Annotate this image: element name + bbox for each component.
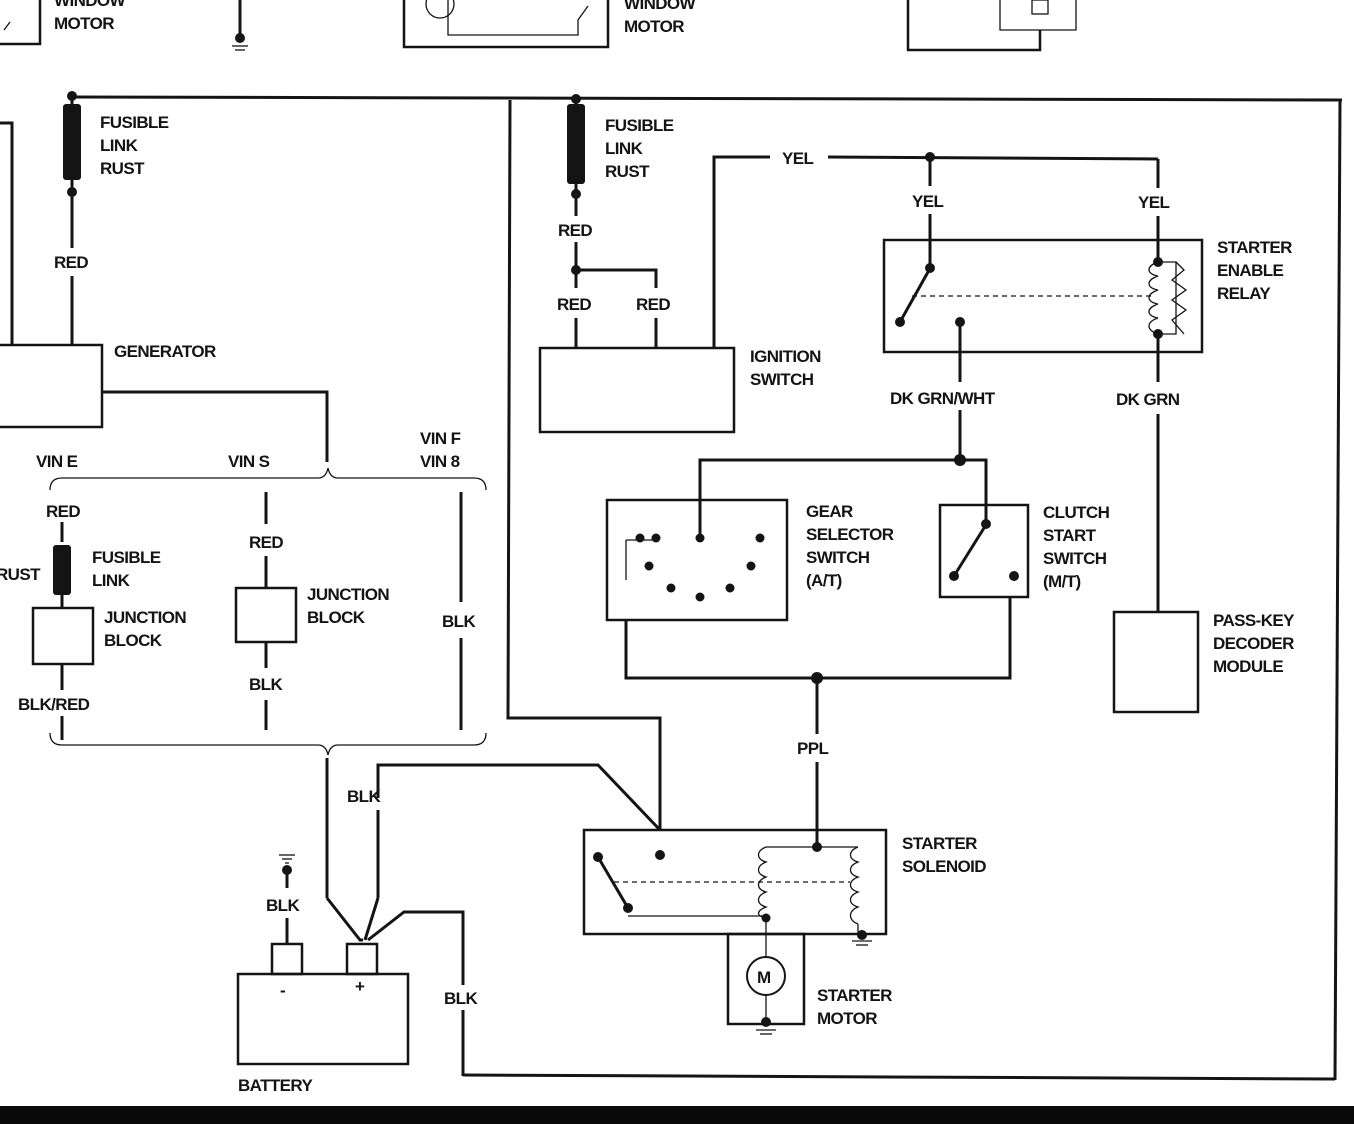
fusible-link-right-label-2: LINK <box>605 139 644 158</box>
junction-block-vin-e-label-2: BLOCK <box>104 631 163 650</box>
pass-key-label-2: DECODER <box>1213 634 1294 653</box>
window-motor-left-label-2: MOTOR <box>54 14 114 33</box>
motor-glyph: M <box>757 968 771 987</box>
fusible-link-vin-e-label-1: FUSIBLE <box>92 548 161 567</box>
junction-block-vin-e-label-1: JUNCTION <box>104 608 186 627</box>
vin-top-brace <box>49 467 487 491</box>
wire-label-yel-top: YEL <box>782 149 813 168</box>
window-motor-left <box>0 0 42 46</box>
bus-to-solenoid-wire <box>506 99 662 830</box>
wire-label-blk-solenoid: BLK <box>347 787 381 806</box>
starter-enable-relay <box>882 238 1204 382</box>
window-motor-right-label-1: WINDOW <box>624 0 697 13</box>
clutch-start-label-1: CLUTCH <box>1043 503 1110 522</box>
starter-solenoid-label-2: SOLENOID <box>902 857 986 876</box>
pass-key-label-3: MODULE <box>1213 657 1283 676</box>
vin-s-circuit <box>234 492 298 730</box>
fusible-link-left-label-3: RUST <box>100 159 145 178</box>
generator-label: GENERATOR <box>114 342 216 361</box>
starter-enable-relay-label-1: STARTER <box>1217 238 1292 257</box>
vin-e-label: VIN E <box>36 452 78 471</box>
window-motor-right-label-2: MOTOR <box>624 17 684 36</box>
fusible-link-left-label-1: FUSIBLE <box>100 113 169 132</box>
ppl-wiring <box>624 597 1012 846</box>
wire-label-blk-vin-s: BLK <box>249 675 283 694</box>
wire-label-dk-grn: DK GRN <box>1116 390 1180 409</box>
vin-bottom-brace <box>49 732 487 756</box>
wire-label-blk-return: BLK <box>444 989 478 1008</box>
clutch-start-label-4: (M/T) <box>1043 572 1081 591</box>
yel-wiring <box>827 152 1160 240</box>
gear-selector-label-4: (A/T) <box>806 571 842 590</box>
wire-label-red-fuse-right: RED <box>558 221 592 240</box>
junction-block-vin-s-label-1: JUNCTION <box>307 585 389 604</box>
dk-grn-wht-wire <box>698 410 988 540</box>
starter-motor-label-2: MOTOR <box>817 1009 877 1028</box>
wire-label-blk-ground: BLK <box>266 896 300 915</box>
gear-selector-label-3: SWITCH <box>806 548 870 567</box>
fusible-link-vin-e-label-2: LINK <box>92 571 131 590</box>
generator-box <box>0 343 104 429</box>
pass-key-decoder-module <box>1112 610 1200 714</box>
rust-vin-e-label: RUST <box>0 565 41 584</box>
gear-selector-label-1: GEAR <box>806 502 853 521</box>
wire-label-blk-vin-f8: BLK <box>442 612 476 631</box>
wire-label-red-vin-s: RED <box>249 533 283 552</box>
clutch-start-label-3: SWITCH <box>1043 549 1107 568</box>
pass-key-label-1: PASS-KEY <box>1213 611 1295 630</box>
top-ground-left <box>232 0 248 51</box>
main-bus-wire <box>71 95 1343 1081</box>
starter-motor-label-1: STARTER <box>817 986 892 1005</box>
starter-motor <box>726 918 806 1035</box>
vin-e-circuit <box>31 522 95 740</box>
left-edge-wire <box>0 121 14 345</box>
wire-label-red-vin-e: RED <box>46 502 80 521</box>
gear-selector-switch <box>605 498 789 622</box>
wire-label-dk-grn-wht: DK GRN/WHT <box>890 389 996 408</box>
window-motor-right <box>402 0 610 49</box>
wire-label-blk-red: BLK/RED <box>18 695 90 714</box>
fusible-link-right-label-3: RUST <box>605 162 650 181</box>
wire-label-ppl: PPL <box>797 739 828 758</box>
ignition-switch-label-1: IGNITION <box>750 347 821 366</box>
bottom-bar <box>0 1106 1354 1124</box>
vin-s-label: VIN S <box>228 452 270 471</box>
wire-label-yel-relay-left: YEL <box>912 192 943 211</box>
battery-ground <box>279 854 295 944</box>
battery-minus-sign: - <box>280 981 285 1000</box>
battery-plus-sign: + <box>355 977 365 996</box>
vin-8-label: VIN 8 <box>420 452 460 471</box>
fusible-link-right <box>567 94 658 348</box>
ignition-switch <box>538 155 770 434</box>
battery-wiring <box>325 758 662 1076</box>
fusible-link-left-label-2: LINK <box>100 136 139 155</box>
gear-selector-label-2: SELECTOR <box>806 525 894 544</box>
top-right-component <box>906 0 1077 52</box>
wire-label-red-ign-2: RED <box>636 295 670 314</box>
fusible-link-left <box>63 91 81 345</box>
ignition-switch-label-2: SWITCH <box>750 370 814 389</box>
vin-f-label: VIN F <box>420 429 461 448</box>
starter-solenoid <box>582 828 888 946</box>
battery <box>236 942 410 1066</box>
clutch-start-label-2: START <box>1043 526 1097 545</box>
window-motor-left-label-1: WINDOW <box>54 0 127 10</box>
battery-label: BATTERY <box>238 1076 313 1095</box>
starter-solenoid-label-1: STARTER <box>902 834 977 853</box>
fusible-link-right-label-1: FUSIBLE <box>605 116 674 135</box>
starter-enable-relay-label-2: ENABLE <box>1217 261 1284 280</box>
wire-label-red-ign-1: RED <box>557 295 591 314</box>
wire-label-yel-relay-right: YEL <box>1138 193 1169 212</box>
starter-enable-relay-label-3: RELAY <box>1217 284 1271 303</box>
junction-block-vin-s-label-2: BLOCK <box>307 608 366 627</box>
clutch-start-switch <box>938 503 1030 599</box>
wire-label-red-generator: RED <box>54 253 88 272</box>
generator-output-wire <box>102 390 329 462</box>
